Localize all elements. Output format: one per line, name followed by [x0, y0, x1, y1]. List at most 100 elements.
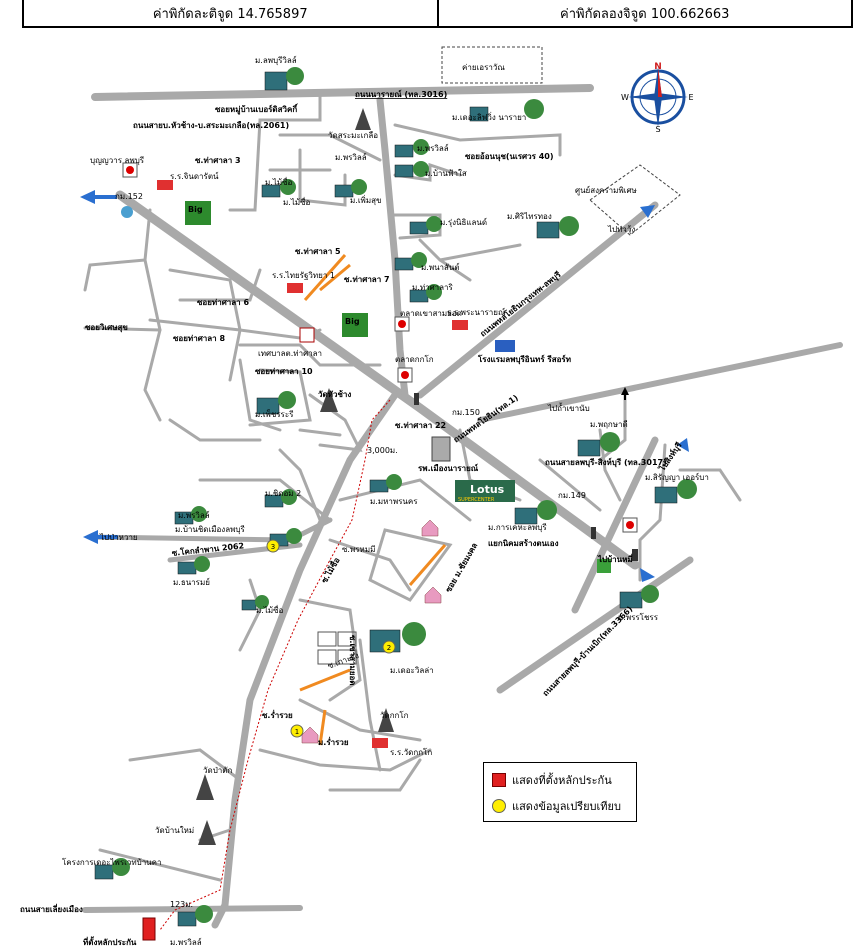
- svg-text:ม.การเคหะลพบุรี: ม.การเคหะลพบุรี: [488, 523, 547, 532]
- arrow-pa-wai-icon: [83, 530, 98, 544]
- legend-collateral: แสดงที่ตั้งหลักประกัน: [492, 771, 612, 789]
- svg-text:ซ.ท่าศาลา 5: ซ.ท่าศาลา 5: [295, 247, 341, 256]
- svg-text:กม.152: กม.152: [115, 192, 143, 201]
- orange-sois: [299, 254, 447, 746]
- svg-text:ที่ตั้งหลักประกัน: ที่ตั้งหลักประกัน: [83, 936, 137, 947]
- comparison-circle-icon: [492, 799, 506, 813]
- svg-text:ถนนสายเลี่ยงเมือง: ถนนสายเลี่ยงเมือง: [20, 903, 83, 914]
- svg-text:123ม.: 123ม.: [170, 900, 193, 909]
- housing-grid: [317, 631, 357, 665]
- arrow-singburi-icon: [640, 568, 655, 582]
- road-tha-wung: [416, 201, 659, 399]
- svg-text:วัดสระมะเกลือ: วัดสระมะเกลือ: [328, 131, 378, 140]
- svg-text:ซ.ท่าศาลา 7: ซ.ท่าศาลา 7: [344, 275, 390, 284]
- arrow-west-shaft: [95, 195, 117, 199]
- svg-text:ม.พรวิลล์: ม.พรวิลล์: [335, 152, 367, 162]
- svg-text:ม.พรรโชรร: ม.พรรโชรร: [618, 612, 659, 622]
- svg-text:ซอย ม.ชัยมงคล: ซอย ม.ชัยมงคล: [444, 541, 480, 594]
- svg-text:ม.พรวิลล์: ม.พรวิลล์: [178, 510, 210, 520]
- hotel-icon: [495, 340, 515, 352]
- house-icons: [301, 519, 442, 744]
- arrow-ncit-icon: [677, 438, 689, 452]
- location-map: N S E W: [20, 46, 843, 947]
- map-legend: แสดงที่ตั้งหลักประกัน แสดงข้อมูลเปรียบเท…: [483, 762, 637, 822]
- school-chinwat-icon: [157, 180, 173, 190]
- legend-comparison-text: แสดงข้อมูลเปรียบเทียบ: [512, 800, 621, 813]
- municipal-icon: [299, 327, 315, 343]
- svg-text:โรงแรมลพบุรีอินทร์ รีสอร์ท: โรงแรมลพบุรีอินทร์ รีสอร์ท: [477, 354, 571, 365]
- road-north: [376, 96, 409, 399]
- route-dashed-line: [159, 399, 391, 931]
- svg-text:ไปท่าวุ้ง: ไปท่าวุ้ง: [607, 225, 635, 234]
- svg-text:ร.ร.ไทยรัฐวิทยา 1: ร.ร.ไทยรัฐวิทยา 1: [272, 271, 335, 280]
- svg-text:ม.ท่าศาลาริ: ม.ท่าศาลาริ: [412, 283, 454, 292]
- svg-text:ถนนสายลพบุรี-สิงห์บุรี (ทล.301: ถนนสายลพบุรี-สิงห์บุรี (ทล.3017): [545, 457, 667, 468]
- svg-text:ซ.เขาสามยอด: ซ.เขาสามยอด: [348, 635, 357, 686]
- compass-e: E: [688, 93, 693, 102]
- svg-text:ซอยท่าศาลา 8: ซอยท่าศาลา 8: [173, 334, 225, 343]
- comparison-markers: 1 2 3: [266, 539, 396, 738]
- road-soi-ban-mi: [211, 391, 399, 929]
- temple-hua-chang-icon: [320, 388, 338, 412]
- svg-text:ม.รุ่งนิธิแลนด์: ม.รุ่งนิธิแลนด์: [440, 217, 487, 227]
- svg-text:กม.149: กม.149: [558, 491, 586, 500]
- svg-text:ม.ศิริไทรทอง: ม.ศิริไทรทอง: [507, 212, 552, 221]
- marker-1: 1: [295, 728, 299, 736]
- svg-text:ม.พนาสันต์: ม.พนาสันต์: [421, 262, 460, 272]
- water-icon: [121, 206, 133, 218]
- marker-3: 3: [271, 543, 275, 551]
- svg-text:ม.ลพบุรีวิลล์: ม.ลพบุรีวิลล์: [255, 55, 297, 65]
- road-ncit: [477, 342, 843, 423]
- svg-text:ศูนย์สงครามพิเศษ: ศูนย์สงครามพิเศษ: [575, 185, 637, 196]
- compass-icon: N S E W: [621, 62, 693, 134]
- village-icons: [94, 67, 697, 927]
- market-icons: [122, 162, 638, 533]
- svg-text:ซอยท่าศาลา 10: ซอยท่าศาลา 10: [255, 367, 313, 376]
- svg-text:ซ.ท่าศาลา 3: ซ.ท่าศาลา 3: [195, 156, 241, 165]
- svg-text:วัดกกโก: วัดกกโก: [380, 710, 409, 720]
- svg-text:ถนนพหลโยธินกรุงเทพ-ลพบุรี: ถนนพหลโยธินกรุงเทพ-ลพบุรี: [478, 269, 564, 340]
- svg-text:ไปป่าหวาย: ไปป่าหวาย: [99, 533, 138, 542]
- lotus-text: Lotus: [470, 483, 505, 496]
- road-bypass: [82, 905, 303, 913]
- road-phahon: [115, 190, 640, 570]
- svg-text:ม.ไม้ซื่อ: ม.ไม้ซื่อ: [256, 604, 284, 615]
- hospital-icon: [431, 436, 451, 462]
- svg-text:วัดป่าตัก: วัดป่าตัก: [203, 766, 232, 775]
- camp-boundary: [441, 46, 543, 84]
- svg-text:ร.ร.พระนารายณ์: ร.ร.พระนารายณ์: [447, 307, 506, 317]
- school-icons: [157, 180, 468, 748]
- svg-text:ซอยอ้อนนุช(นเรศวร 40): ซอยอ้อนนุช(นเรศวร 40): [465, 151, 554, 162]
- svg-text:ม.ไม้ซื่อ: ม.ไม้ซื่อ: [283, 196, 311, 207]
- temple-sa-makluea-icon: [355, 108, 371, 130]
- svg-text:3,000ม.: 3,000ม.: [367, 446, 398, 455]
- school-kok-ko-icon: [372, 738, 388, 748]
- svg-text:ซอยท่าศาลา 6: ซอยท่าศาลา 6: [197, 298, 249, 307]
- svg-text:ม.บ้านฟ้าใส: ม.บ้านฟ้าใส: [425, 169, 467, 178]
- svg-text:ม.ธนารมย์: ม.ธนารมย์: [173, 577, 210, 587]
- collateral-square-icon: [492, 773, 506, 787]
- svg-text:โครงการเดอะไพรเวทบ้านคา: โครงการเดอะไพรเวทบ้านคา: [62, 857, 162, 867]
- svg-text:กม.150: กม.150: [452, 408, 480, 417]
- temple-kok-ko-icon: [378, 708, 394, 732]
- arrow-west-icon: [80, 190, 95, 204]
- svg-text:ร.ร.จินดารัตน์: ร.ร.จินดารัตน์: [170, 171, 219, 181]
- compass-w: W: [621, 93, 629, 102]
- svg-text:ซ.พรหมมี: ซ.พรหมมี: [342, 545, 375, 554]
- svg-text:ถนนนารายณ์ (ทล.3016): ถนนนารายณ์ (ทล.3016): [355, 89, 447, 99]
- svg-text:ไปบ้านหมี่: ไปบ้านหมี่: [597, 553, 633, 564]
- legend-comparison: แสดงข้อมูลเปรียบเทียบ: [492, 797, 621, 815]
- svg-text:วัดหัวช้าง: วัดหัวช้าง: [318, 389, 351, 399]
- store-icon: [597, 559, 611, 573]
- svg-text:ม.บ้านชิดเมืองลพบุรี: ม.บ้านชิดเมืองลพบุรี: [175, 525, 245, 534]
- latitude-cell: ค่าพิกัดละติจูด 14.765897: [24, 0, 437, 26]
- svg-text:ร.ร.วัดกกโก: ร.ร.วัดกกโก: [390, 747, 432, 757]
- svg-text:Big: Big: [188, 205, 203, 214]
- road-3366: [496, 556, 694, 694]
- arrow-north-icon: [621, 387, 629, 395]
- big-c-icons: Big Big: [185, 201, 368, 337]
- svg-text:ม.สิรัญญา เออร์บา: ม.สิรัญญา เออร์บา: [645, 472, 709, 482]
- svg-text:ม.พรวิลล์: ม.พรวิลล์: [170, 937, 202, 947]
- longitude-text: ค่าพิกัดลองจิจูด 100.662663: [560, 6, 730, 22]
- svg-text:ถนนพหลโยธิน(ทล.1): ถนนพหลโยธิน(ทล.1): [451, 392, 520, 444]
